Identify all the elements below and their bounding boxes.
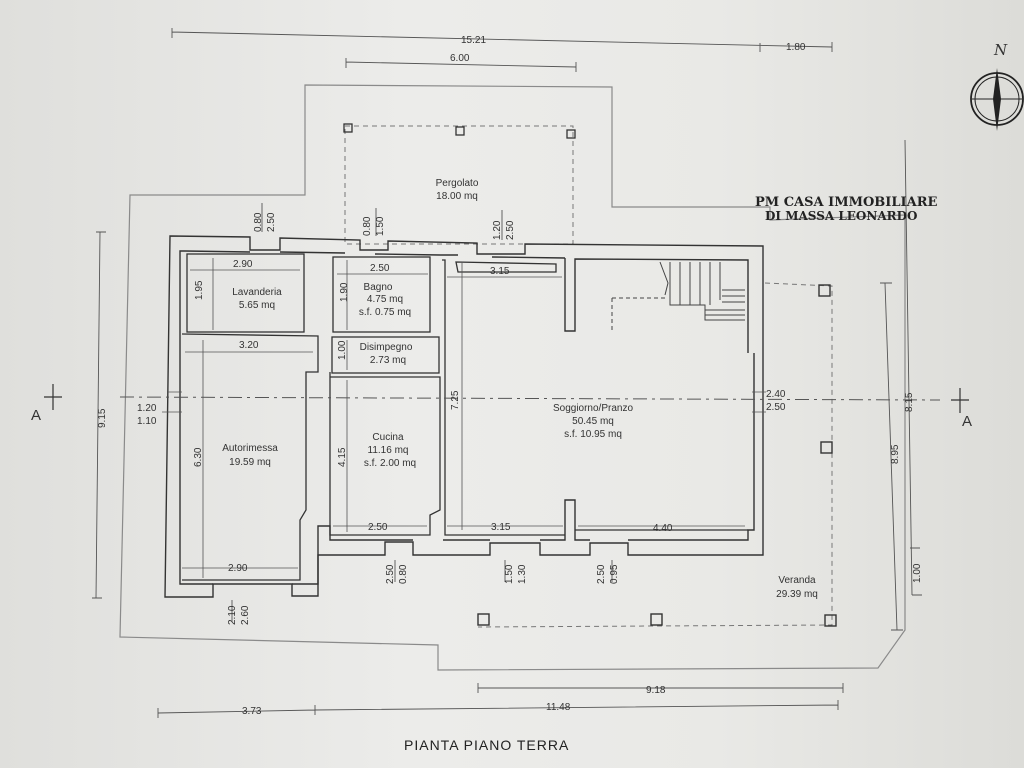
- room-cucina-sf: s.f. 2.00 mq: [364, 458, 416, 469]
- room-bagno-sf: s.f. 0.75 mq: [359, 307, 411, 318]
- north-arrow-icon: [970, 68, 1024, 131]
- room-veranda-area: 29.39 mq: [776, 589, 818, 600]
- dim-lav-h: 1.95: [194, 280, 205, 300]
- dim-sog-b2: 4.40: [653, 523, 673, 534]
- dim-right-win1: 2.40: [766, 389, 786, 400]
- room-veranda-name: Veranda: [778, 575, 816, 586]
- pergola-post: [566, 129, 576, 139]
- dim-cuc-w: 2.50: [368, 522, 388, 533]
- dim-lav-w: 2.90: [233, 259, 253, 270]
- dim-win-sog-1: 1.20: [492, 220, 503, 240]
- dim-win-door-2: 1.50: [504, 564, 515, 584]
- section-marker-right: A: [962, 413, 972, 430]
- room-bagno-name: Bagno: [364, 282, 393, 293]
- drawing-title: PIANTA PIANO TERRA: [404, 737, 569, 753]
- room-pergolato-area: 18.00 mq: [436, 191, 478, 202]
- dim-top-total: 15.21: [461, 35, 486, 46]
- dim-win-bagno-2: 1.50: [375, 216, 386, 236]
- dim-right-1-00: 1.00: [912, 563, 923, 583]
- dim-bottom-veranda: 9.18: [646, 685, 666, 696]
- veranda-post: [824, 614, 837, 627]
- veranda-post: [820, 441, 833, 454]
- section-marker-left: A: [31, 407, 41, 424]
- outer-dim-lines: [92, 28, 922, 718]
- north-label: N: [993, 41, 1008, 59]
- dim-bottom-total: 11.48: [546, 702, 571, 713]
- dim-sog-b1: 3.15: [491, 522, 511, 533]
- room-soggiorno-name: Soggiorno/Pranzo: [553, 403, 633, 414]
- pergola-post: [455, 126, 465, 136]
- dim-win-lav-1: 0.80: [253, 212, 264, 232]
- room-bagno-area: 4.75 mq: [367, 294, 403, 305]
- dim-auto-w: 3.20: [239, 340, 259, 351]
- dim-win-bagno-1: 0.80: [362, 216, 373, 236]
- dim-bottom-left: 3.73: [242, 706, 262, 717]
- dim-left-win1: 1.20: [137, 403, 157, 414]
- interior-walls: [181, 253, 748, 581]
- dim-top-pergola: 6.00: [450, 53, 470, 64]
- dim-win-sog-2: 2.50: [505, 220, 516, 240]
- room-disimpegno-area: 2.73 mq: [370, 355, 406, 366]
- site-outline: [119, 84, 906, 671]
- dim-bagno-w: 2.50: [370, 263, 390, 274]
- dim-win-auto-1: 2.60: [240, 605, 251, 625]
- room-autorimessa-area: 19.59 mq: [229, 457, 271, 468]
- dim-top-right: 1.80: [786, 42, 806, 53]
- veranda-post: [477, 613, 490, 626]
- inner-dim-lines: [162, 258, 766, 578]
- room-lavanderia-area: 5.65 mq: [239, 300, 275, 311]
- dim-win-cuc-2: 2.50: [385, 564, 396, 584]
- room-lavanderia-name: Lavanderia: [232, 287, 282, 298]
- stamp-line1: PM CASA IMMOBILIARE: [755, 195, 937, 210]
- dim-win-cuc-1: 0.80: [398, 564, 409, 584]
- dim-sog-top: 3.15: [490, 266, 510, 277]
- dim-left-win2: 1.10: [137, 416, 157, 427]
- room-soggiorno-area: 50.45 mq: [572, 416, 614, 427]
- room-disimpegno-name: Disimpegno: [360, 342, 413, 353]
- dim-left-total: 9.15: [97, 408, 108, 428]
- dim-right-8-95: 8.95: [890, 444, 901, 464]
- dim-sog-h: 7.25: [450, 390, 461, 410]
- dim-auto-bottom: 2.90: [228, 563, 248, 574]
- dim-win-auto-2: 2.10: [227, 605, 238, 625]
- dim-dis-h: 1.00: [337, 340, 348, 360]
- dim-win-door-1: 1.30: [517, 564, 528, 584]
- pergola-outline: [344, 125, 574, 245]
- veranda-outline: [477, 282, 833, 628]
- veranda-post: [650, 613, 663, 626]
- pergola-post: [343, 123, 353, 133]
- dim-bagno-h: 1.90: [339, 282, 350, 302]
- dim-auto-h: 6.30: [193, 447, 204, 467]
- dim-right-win2: 2.50: [766, 402, 786, 413]
- room-cucina-name: Cucina: [372, 432, 404, 443]
- dim-win-sb-1: 0.95: [609, 564, 620, 584]
- dim-win-sb-2: 2.50: [596, 564, 607, 584]
- staircase: [611, 261, 745, 331]
- room-soggiorno-sf: s.f. 10.95 mq: [564, 429, 622, 440]
- room-autorimessa-name: Autorimessa: [222, 443, 278, 454]
- room-pergolato-name: Pergolato: [436, 178, 479, 189]
- dim-cuc-h: 4.15: [337, 447, 348, 467]
- veranda-post: [818, 284, 831, 297]
- stamp-line2: DI MASSA LEONARDO: [765, 209, 918, 223]
- section-arrows: [44, 384, 969, 413]
- dim-win-lav-2: 2.50: [266, 212, 277, 232]
- room-cucina-area: 11.16 mq: [368, 445, 409, 456]
- section-line: [119, 396, 941, 401]
- dim-right-8-15: 8.15: [904, 392, 915, 412]
